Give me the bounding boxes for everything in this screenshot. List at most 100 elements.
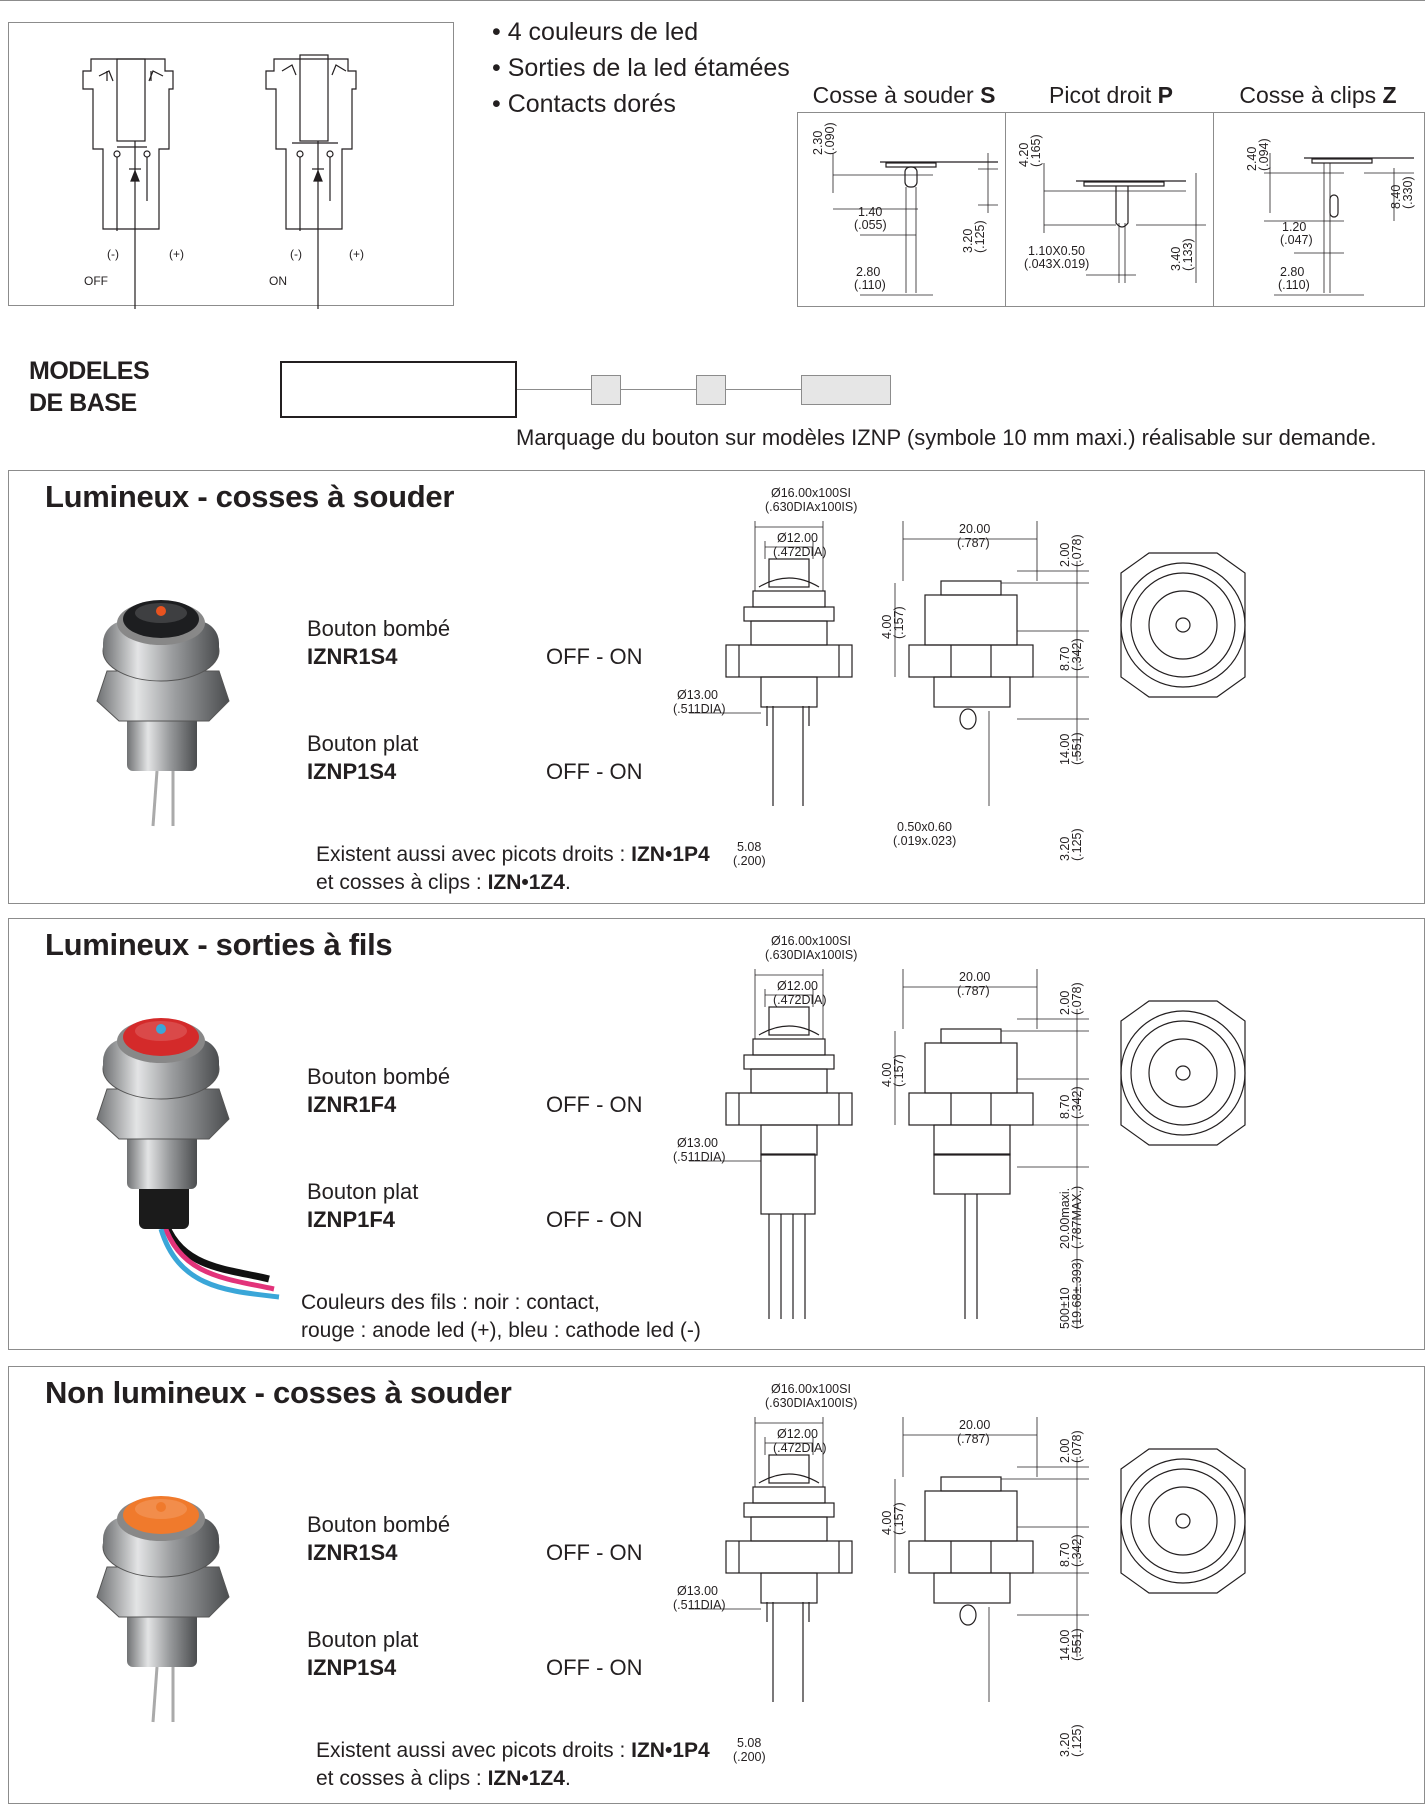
dim-text: 8.40 [1389,185,1403,209]
dim-text: 2.80 [1280,265,1304,279]
section-title: Lumineux - cosses à souder [45,479,455,514]
dim-text: (.078) [1070,534,1084,567]
dim-text: Ø12.00 [777,531,818,545]
dim-text: 4.20 [1017,143,1031,167]
marking-note: Marquage du bouton sur modèles IZNP (sym… [516,425,1377,450]
dimension-labels: Ø16.00x100SI (.630DIAx100IS) Ø12.00 (.47… [673,934,1084,1329]
dimension-labels: Ø16.00x100SI (.630DIAx100IS) Ø12.00 (.47… [673,486,1084,868]
dim-text: (.019x.023) [893,834,956,848]
product-code: IZNR1S4 [307,644,398,669]
off-minus-label: (-) [107,247,119,261]
variant-note: Existent aussi avec picots droits : IZN•… [316,1739,710,1790]
dim-text: 2.00 [1058,543,1072,567]
on-schematic [265,54,357,309]
dim-text: (.094) [1257,138,1271,171]
dim-text: (.472DIA) [773,993,827,1007]
dim-text: 500±10 [1058,1287,1072,1329]
dim-text: (.165) [1029,134,1043,167]
dim-text: 1.20 [1282,220,1306,234]
dim-text: 2.00 [1058,1439,1072,1463]
dim-text: 4.00 [880,615,894,639]
dim-text: (.511DIA) [673,1150,726,1164]
dim-text: 2.00 [1058,991,1072,1015]
dim-text: (.078) [1070,982,1084,1015]
code-cell [591,375,621,405]
technical-drawing [689,1417,1246,1702]
product-code: IZNP1S4 [307,759,397,784]
dim-text: 1.40 [858,205,882,219]
dim-text: (.342) [1070,1086,1084,1119]
dim-text: Ø13.00 [677,688,718,702]
row-label: Bouton bombé [307,1064,451,1089]
terminal-z-drawing [1264,153,1414,296]
dim-text: 3.20 [961,229,975,253]
row-label: Bouton bombé [307,616,451,641]
dim-text: 20.00 [959,522,990,536]
terminal-s-drawing [832,153,998,296]
dim-text: (.125) [973,220,987,253]
dim-text: 20.00 [959,970,990,984]
dim-text: 8.70 [1058,1095,1072,1119]
dim-text: 4.00 [880,1063,894,1087]
dim-text: 0.50x0.60 [897,820,952,834]
dim-text: 5.08 [737,1736,761,1750]
dim-text: (.472DIA) [773,1441,827,1455]
dim-text: (.125) [1070,1724,1084,1757]
dim-text: 8.70 [1058,1543,1072,1567]
dim-text: 1.10X0.50 [1028,244,1085,258]
row-label: Bouton plat [307,1627,419,1652]
dim-text: (.047) [1280,233,1313,247]
dim-text: (.511DIA) [673,702,726,716]
dim-text: 2.30 [811,131,825,155]
on-label: ON [269,274,287,288]
dim-text: Ø16.00x100SI [771,1382,851,1396]
dim-text: (.157) [892,1054,906,1087]
on-minus-label: (-) [290,247,302,261]
product-code: IZNR1F4 [307,1092,397,1117]
section-title: Non lumineux - cosses à souder [45,1375,512,1410]
row-label: Bouton plat [307,731,419,756]
dim-text: 14.00 [1058,1630,1072,1661]
dim-text: 3.40 [1169,247,1183,271]
dim-text: (.078) [1070,1430,1084,1463]
code-cell [801,375,891,405]
dim-text: (.200) [733,854,766,868]
section-title: Lumineux - sorties à fils [45,927,393,962]
dim-text: (.055) [854,218,887,232]
dim-text: 14.00 [1058,734,1072,765]
dim-text: Ø16.00x100SI [771,486,851,500]
technical-drawing [689,969,1246,1329]
terminal-p-box: 4.20 (.165) 1.10X0.50 (.043X.019) 3.40 (… [1005,112,1214,307]
product-photo [96,600,230,827]
dim-text: Ø12.00 [777,1427,818,1441]
dim-text: (19.68±.393) [1070,1258,1084,1329]
dim-text: (.090) [823,122,837,155]
dim-text: 20.00maxi. [1058,1188,1072,1249]
dim-text: (.551) [1070,732,1084,765]
switch-mode: OFF - ON [546,644,643,669]
dim-text: (.787) [957,1432,990,1446]
dim-text: (.787) [957,984,990,998]
dim-text: 20.00 [959,1418,990,1432]
dim-text: (.511DIA) [673,1598,726,1612]
dim-text: (.787MAX.) [1070,1186,1084,1249]
product-section: Non lumineux - cosses à souder Bouton bo… [8,1366,1425,1804]
switch-schematic-box: (-) (+) OFF (-) (+) ON [8,22,454,309]
dim-text: 8.70 [1058,647,1072,671]
terminal-header-s: Cosse à souder S [812,82,996,108]
dim-text: (.472DIA) [773,545,827,559]
dim-text: 3.20 [1058,837,1072,861]
row-label: Bouton bombé [307,1512,451,1537]
model-code-box [280,361,517,418]
dim-text: (.630DIAx100IS) [765,948,857,962]
dim-text: (.787) [957,536,990,550]
dim-text: (.200) [733,1750,766,1764]
dim-text: (.157) [892,606,906,639]
dim-text: Ø13.00 [677,1136,718,1150]
product-code: IZNR1S4 [307,1540,398,1565]
dim-text: 4.00 [880,1511,894,1535]
terminal-p-drawing [1043,163,1206,283]
terminal-z-box: 2.40 (.094) 8.40 (.330) 1.20 (.047) 2.80… [1213,112,1425,307]
product-code: IZNP1S4 [307,1655,397,1680]
product-photo [96,1018,280,1300]
